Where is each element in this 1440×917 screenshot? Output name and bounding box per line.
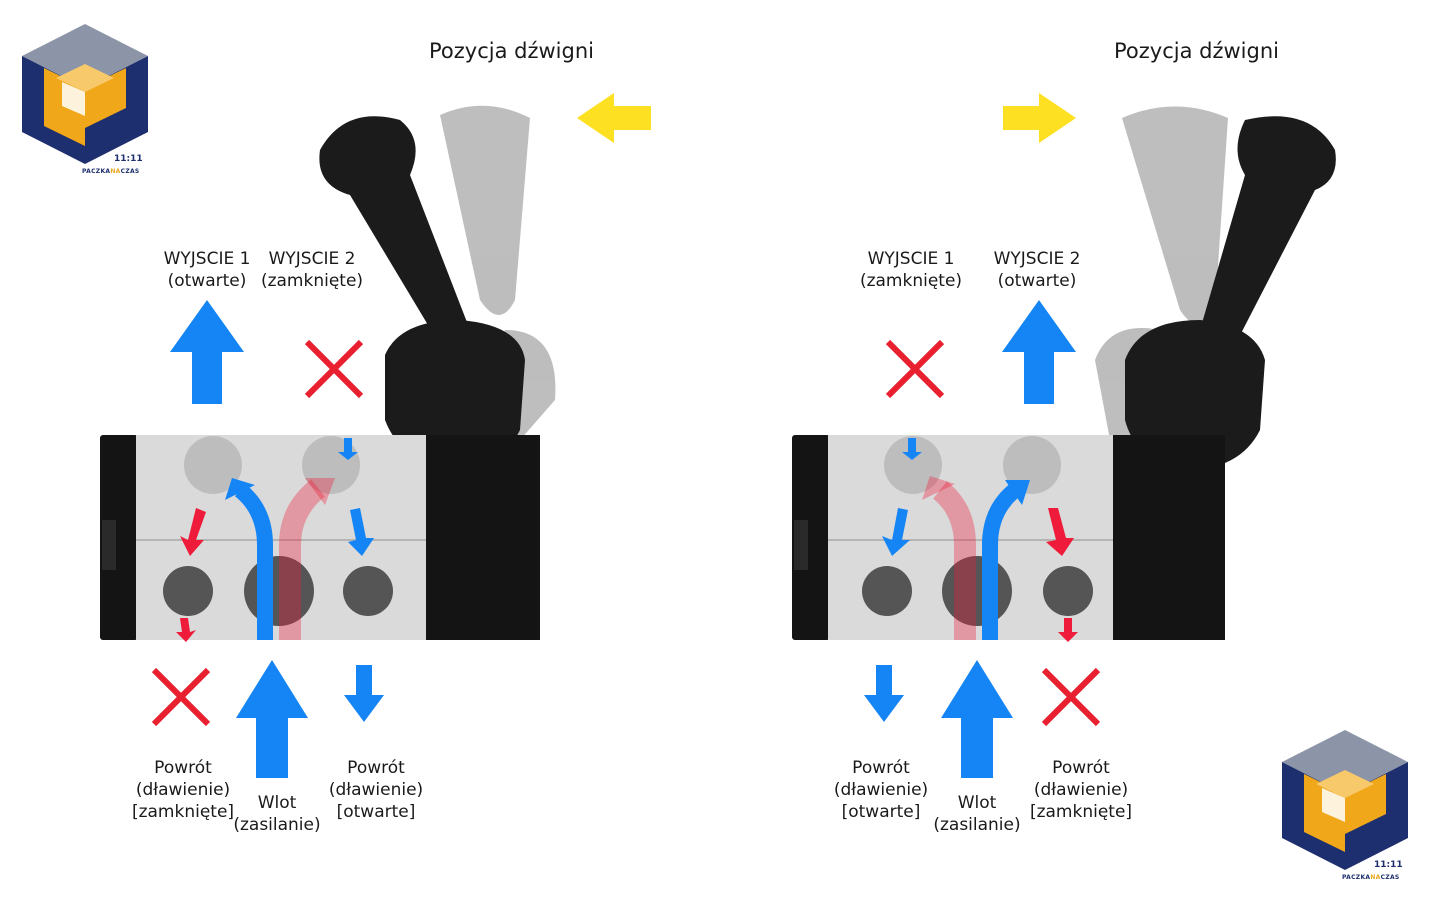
arrow-inlet-2: [941, 660, 1013, 778]
arrow-inlet: [236, 660, 308, 778]
label-return-left-2: Powrót(dławienie)[otwarte]: [833, 758, 929, 822]
arrow-exhaust-left-2: [864, 665, 904, 722]
lever-title-1: Pozycja dźwigni: [429, 39, 594, 63]
label-out1-2: WYJSCIE 1(zamknięte): [859, 249, 963, 291]
blocked-exhaust-right: [1041, 667, 1101, 727]
label-return-right-1: Powrót(dławienie)[otwarte]: [328, 758, 424, 822]
valve-endcap: [100, 435, 138, 640]
lever-title-2: Pozycja dźwigni: [1114, 39, 1279, 63]
arrow-blue-small-1: [338, 438, 358, 460]
label-inlet-1: Wlot(zasilanie): [233, 793, 321, 835]
logo-time-2: 11:11: [1374, 860, 1403, 870]
label-out1-1: WYJSCIE 1(otwarte): [163, 249, 251, 291]
valve-endcap-2: [792, 435, 830, 640]
logo-time: 11:11: [114, 154, 143, 164]
arrow-red-small-2: [176, 618, 196, 642]
flow-blue-internal: [234, 483, 273, 640]
blocked-exhaust-left: [151, 667, 211, 727]
label-inlet-2: Wlot(zasilanie): [933, 793, 1021, 835]
logo-top-left: [22, 24, 148, 164]
port-exhaust-left: [163, 566, 213, 616]
label-out2-1: WYJSCIE 2(zamknięte): [260, 249, 364, 291]
port-top-1: [184, 436, 242, 494]
lever-handle: [319, 116, 540, 640]
lever-handle-2: [1110, 116, 1336, 640]
blocked-out2: [304, 339, 364, 399]
flow-red-ghost: [279, 479, 326, 640]
arrow-out2-open: [1002, 300, 1076, 404]
arrow-blue-small-2: [348, 508, 374, 556]
logo-brand: PACZKANACZAS: [82, 168, 140, 175]
label-out2-2: WYJSCIE 2(otwarte): [993, 249, 1081, 291]
port-exhaust-right: [343, 566, 393, 616]
arrow-red-small-1: [180, 508, 206, 556]
direction-arrow-right: [1003, 93, 1076, 143]
arrow-exhaust-right: [344, 665, 384, 722]
arrow-out1-open: [170, 300, 244, 404]
panel-2: [792, 93, 1336, 778]
logo-bottom-right: [1282, 730, 1408, 870]
label-return-right-2: Powrót(dławienie)[zamknięte]: [1029, 758, 1133, 822]
panel-1: [100, 93, 651, 778]
blocked-out1: [885, 339, 945, 399]
logo-brand-2: PACZKANACZAS: [1342, 874, 1400, 881]
label-return-left-1: Powrót(dławienie)[zamknięte]: [131, 758, 235, 822]
direction-arrow-left: [577, 93, 651, 143]
